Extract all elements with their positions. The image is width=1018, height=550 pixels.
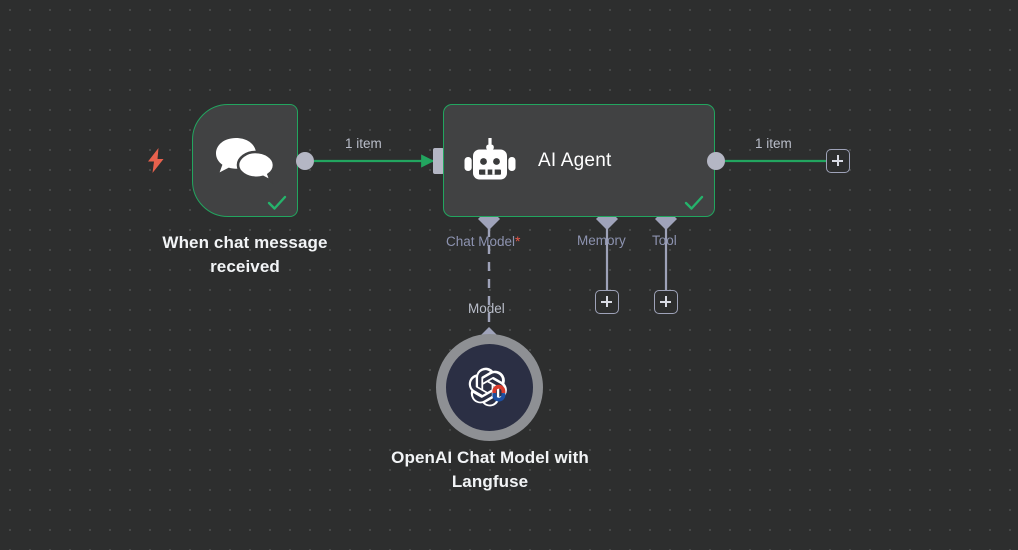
sub-port-label-chat-model: Chat Model*: [446, 233, 521, 249]
edge-label-agent-to-add: 1 item: [755, 136, 792, 151]
openai-logo-icon: [468, 367, 507, 407]
agent-input-port[interactable]: [433, 148, 444, 174]
node-when-chat-message-received[interactable]: [192, 104, 298, 217]
chat-bubbles-icon: [216, 137, 276, 184]
agent-node-title: AI Agent: [538, 149, 612, 171]
trigger-node-caption: When chat message received: [162, 233, 328, 277]
agent-success-check-icon: [684, 195, 704, 210]
add-tool-button[interactable]: [654, 290, 678, 314]
node-ai-agent[interactable]: AI Agent: [443, 104, 715, 217]
chat-model-label-text: Chat Model: [446, 234, 516, 249]
node-openai-chat-model[interactable]: [436, 334, 543, 441]
agent-output-port[interactable]: [707, 152, 725, 170]
openai-node-caption: OpenAI Chat Model with Langfuse: [391, 448, 589, 492]
langfuse-magnet-icon: [492, 384, 506, 402]
trigger-output-port[interactable]: [296, 152, 314, 170]
robot-icon: [464, 137, 516, 179]
trigger-success-check-icon: [267, 195, 287, 210]
openai-node-body: [446, 344, 533, 431]
chat-model-required-marker: *: [515, 233, 521, 249]
add-memory-button[interactable]: [595, 290, 619, 314]
add-node-button-main[interactable]: [826, 149, 850, 173]
lightning-bolt-icon: [148, 148, 164, 173]
sub-port-label-memory: Memory: [577, 233, 626, 248]
sub-port-label-tool: Tool: [652, 233, 677, 248]
edge-label-trigger-to-agent: 1 item: [345, 136, 382, 151]
edge-label-model: Model: [468, 301, 505, 316]
